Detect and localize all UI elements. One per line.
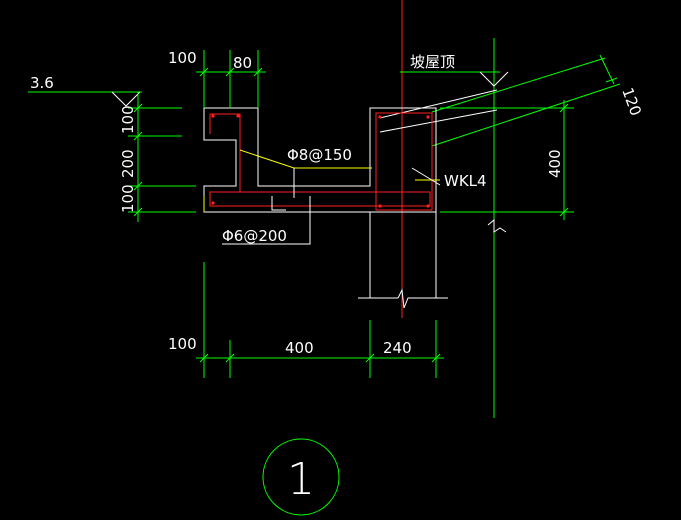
dim-left-100-bottom: 100 xyxy=(119,184,137,213)
dim-left-200: 200 xyxy=(119,149,137,178)
beam-label: WKL4 xyxy=(444,172,487,190)
dim-bottom-240: 240 xyxy=(383,339,412,357)
dim-bottom-400: 400 xyxy=(285,339,314,357)
rebar-main-label: Φ8@150 xyxy=(287,146,352,164)
rebar xyxy=(209,112,433,211)
bottom-dimension: 100 400 240 xyxy=(168,262,444,378)
level-marker: 3.6 xyxy=(28,74,142,107)
right-dimension: 400 xyxy=(440,100,574,220)
level-label: 3.6 xyxy=(30,74,54,92)
beam-column xyxy=(358,212,448,309)
left-dimension: 100 200 100 xyxy=(119,92,196,222)
roof-top-label: 坡屋顶 xyxy=(410,53,455,71)
detail-number-marker: 1 xyxy=(262,438,340,516)
dim-right-height: 400 xyxy=(546,149,564,178)
roof-top-marker: 坡屋顶 xyxy=(400,53,509,87)
slab-thickness-label: 120 xyxy=(618,85,645,118)
sloped-roof-slab: 120 xyxy=(379,54,645,147)
dim-top-left: 100 xyxy=(168,49,197,67)
dim-top-width: 80 xyxy=(233,54,252,72)
dim-left-100-top: 100 xyxy=(119,105,137,134)
right-axis-break xyxy=(487,218,507,233)
top-dimension: 100 80 xyxy=(168,49,266,108)
rebar-dist-label: Φ6@200 xyxy=(222,227,287,245)
detail-number: 1 xyxy=(287,454,315,505)
dim-bottom-left: 100 xyxy=(168,335,197,353)
leaders xyxy=(203,149,441,245)
